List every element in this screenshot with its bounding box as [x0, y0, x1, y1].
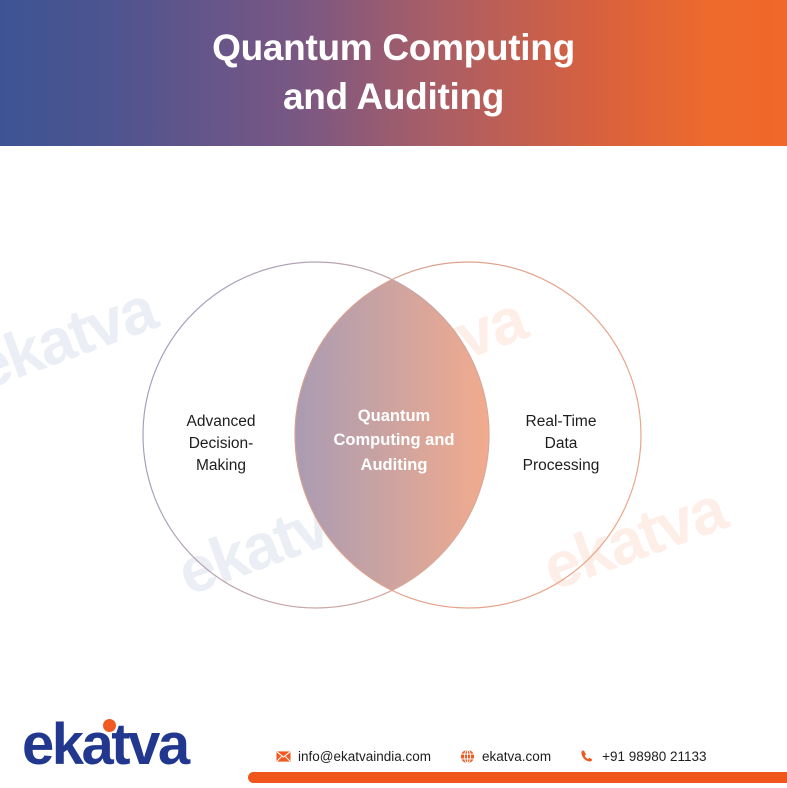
venn-label-left-line-3: Making: [196, 457, 246, 474]
page-title: Quantum Computing and Auditing: [114, 24, 674, 122]
page-title-line-2: and Auditing: [282, 76, 505, 117]
venn-circle-left: [142, 261, 490, 609]
logo-dot-icon: [103, 719, 116, 732]
contact-website[interactable]: ekatva.com: [460, 749, 551, 764]
contact-phone-text: +91 98980 21133: [602, 749, 707, 764]
venn-label-left-line-2: Decision-: [188, 435, 254, 452]
venn-intersection-fill: [295, 262, 489, 608]
venn-label-left: Advanced Decision- Making: [158, 411, 284, 477]
contact-website-text: ekatva.com: [482, 749, 552, 764]
venn-label-intersection: Quantum Computing and Auditing: [308, 404, 480, 477]
header-banner: Quantum Computing and Auditing: [0, 0, 787, 146]
venn-label-right-line-2: Data: [544, 435, 578, 452]
venn-label-center-line-3: Auditing: [360, 455, 428, 474]
envelope-icon: [276, 749, 291, 764]
venn-circle-right: [294, 261, 642, 609]
footer-accent-bar: [248, 772, 787, 783]
contact-email-text: info@ekatvaindia.com: [298, 749, 432, 764]
contact-bar: info@ekatvaindia.com ekatva.com +91 9898…: [276, 749, 707, 764]
venn-label-right: Real-Time Data Processing: [498, 411, 624, 477]
phone-icon: [580, 749, 595, 764]
venn-label-left-line-1: Advanced: [186, 413, 256, 430]
venn-label-center-line-2: Computing and: [333, 431, 455, 450]
globe-icon: [460, 749, 475, 764]
venn-label-right-line-3: Processing: [522, 457, 600, 474]
page-title-line-1: Quantum Computing: [212, 27, 575, 69]
contact-email[interactable]: info@ekatvaindia.com: [276, 749, 431, 764]
venn-label-center-line-1: Quantum: [357, 407, 431, 425]
contact-phone[interactable]: +91 98980 21133: [580, 749, 707, 764]
venn-label-right-line-1: Real-Time: [525, 413, 597, 430]
